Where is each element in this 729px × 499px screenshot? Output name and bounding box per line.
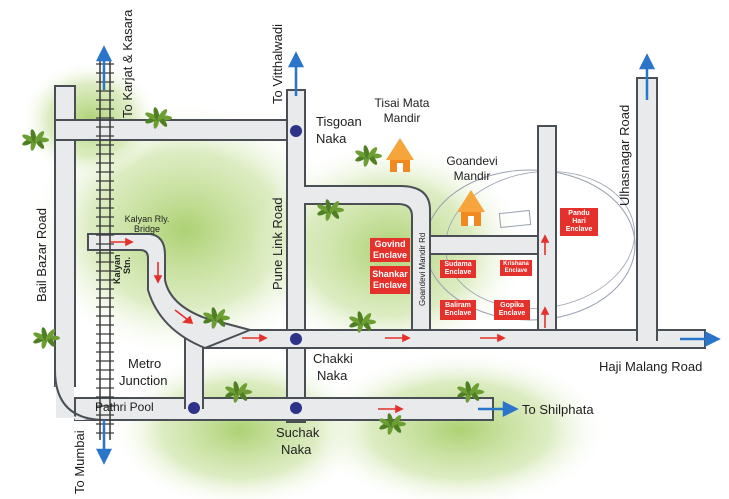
plot-suffix: Enclave bbox=[504, 268, 528, 274]
tree-icon bbox=[379, 413, 406, 435]
label-tisai-mata-1: Tisai Mata bbox=[374, 96, 430, 110]
label-suchak-naka-1: Suchak bbox=[276, 425, 320, 440]
plot-gopika-enclave[interactable]: Gopika Enclave bbox=[494, 300, 530, 320]
tree-icon bbox=[225, 381, 252, 403]
label-kalyan-stn-1: Kalyan bbox=[112, 254, 122, 284]
tree-icon bbox=[22, 129, 49, 151]
label-kalyan-stn-2: Stn. bbox=[122, 257, 132, 274]
label-to-shilphata: To Shilphata bbox=[522, 402, 594, 417]
plot-name: Sudama bbox=[444, 261, 472, 268]
label-chakki-naka-1: Chakki bbox=[313, 351, 353, 366]
tree-icon bbox=[317, 199, 344, 221]
plot-baliram-enclave[interactable]: Baliram Enclave bbox=[440, 300, 476, 320]
plot-suffix: Enclave bbox=[444, 269, 472, 276]
label-kalyan-rly-bridge-1: Kalyan Rly. bbox=[124, 214, 170, 224]
plot-name: Gopika bbox=[500, 302, 524, 309]
blue-arrows bbox=[95, 45, 721, 465]
plot-name: Shankar bbox=[372, 269, 408, 279]
label-ulhasnagar-road: Ulhasnagar Road bbox=[617, 104, 632, 206]
label-goandevi-mandir-1: Goandevi bbox=[446, 154, 498, 168]
junctions bbox=[188, 125, 302, 414]
railway bbox=[99, 60, 111, 440]
plot-pandu-hari-enclave[interactable]: Pandu Hari Enclave bbox=[560, 208, 598, 236]
temple-tisai bbox=[386, 138, 414, 172]
plot-suffix: Enclave bbox=[565, 226, 593, 233]
temple-goandevi bbox=[457, 190, 485, 226]
plot-suffix: Enclave bbox=[372, 280, 408, 290]
trees bbox=[22, 107, 484, 435]
red-arrows bbox=[110, 234, 550, 414]
label-pune-link-road: Pune Link Road bbox=[270, 197, 285, 290]
tree-icon bbox=[33, 327, 60, 349]
plot-suffix: Enclave bbox=[372, 250, 408, 260]
greenery bbox=[20, 60, 610, 499]
label-to-mumbai: To Mumbai bbox=[72, 430, 87, 494]
tree-icon bbox=[145, 107, 172, 129]
plot-shankar-enclave[interactable]: Shankar Enclave bbox=[370, 266, 410, 294]
label-bail-bazar-road: Bail Bazar Road bbox=[34, 208, 49, 302]
plot-sudama-enclave[interactable]: Sudama Enclave bbox=[440, 260, 476, 278]
label-tisgoan-naka-2: Naka bbox=[316, 131, 347, 146]
label-haji-malang-road: Haji Malang Road bbox=[599, 359, 703, 374]
plot-suffix: Enclave bbox=[444, 310, 472, 317]
label-kalyan-rly-bridge-2: Bridge bbox=[133, 224, 160, 234]
label-to-vitthalwadi: To Vitthalwadi bbox=[270, 24, 285, 104]
label-to-karjat-kasara: To Karjat & Kasara bbox=[120, 9, 135, 118]
plot-govind-enclave[interactable]: Govind Enclave bbox=[370, 238, 410, 262]
label-goandevi-mandir-2: Mandir bbox=[453, 169, 491, 183]
label-metro-junction-2: Junction bbox=[119, 373, 168, 388]
plot-name: Govind bbox=[374, 239, 406, 249]
tree-icon bbox=[355, 145, 382, 167]
tree-icon bbox=[457, 381, 484, 403]
plot-name-2: Hari bbox=[572, 218, 586, 225]
label-pathri-pool: Pathri Pool bbox=[95, 400, 154, 414]
plot-name: Krishana bbox=[503, 261, 529, 267]
label-metro-junction-1: Metro bbox=[128, 356, 162, 371]
label-tisai-mata-2: Mandir bbox=[383, 111, 421, 125]
plot-name: Pandu bbox=[568, 210, 590, 217]
plot-name: Baliram bbox=[445, 302, 471, 309]
label-chakki-naka-2: Naka bbox=[317, 368, 348, 383]
plot-krishana-enclave[interactable]: Krishana Enclave bbox=[500, 260, 532, 276]
tree-icon bbox=[203, 307, 230, 329]
label-suchak-naka-2: Naka bbox=[281, 442, 312, 457]
plot-suffix: Enclave bbox=[498, 310, 526, 317]
tree-icon bbox=[349, 311, 376, 333]
label-tisgoan-naka-1: Tisgoan bbox=[316, 114, 362, 129]
label-goandevi-mandir-rd: Goandevi Mandir Rd bbox=[418, 232, 427, 306]
